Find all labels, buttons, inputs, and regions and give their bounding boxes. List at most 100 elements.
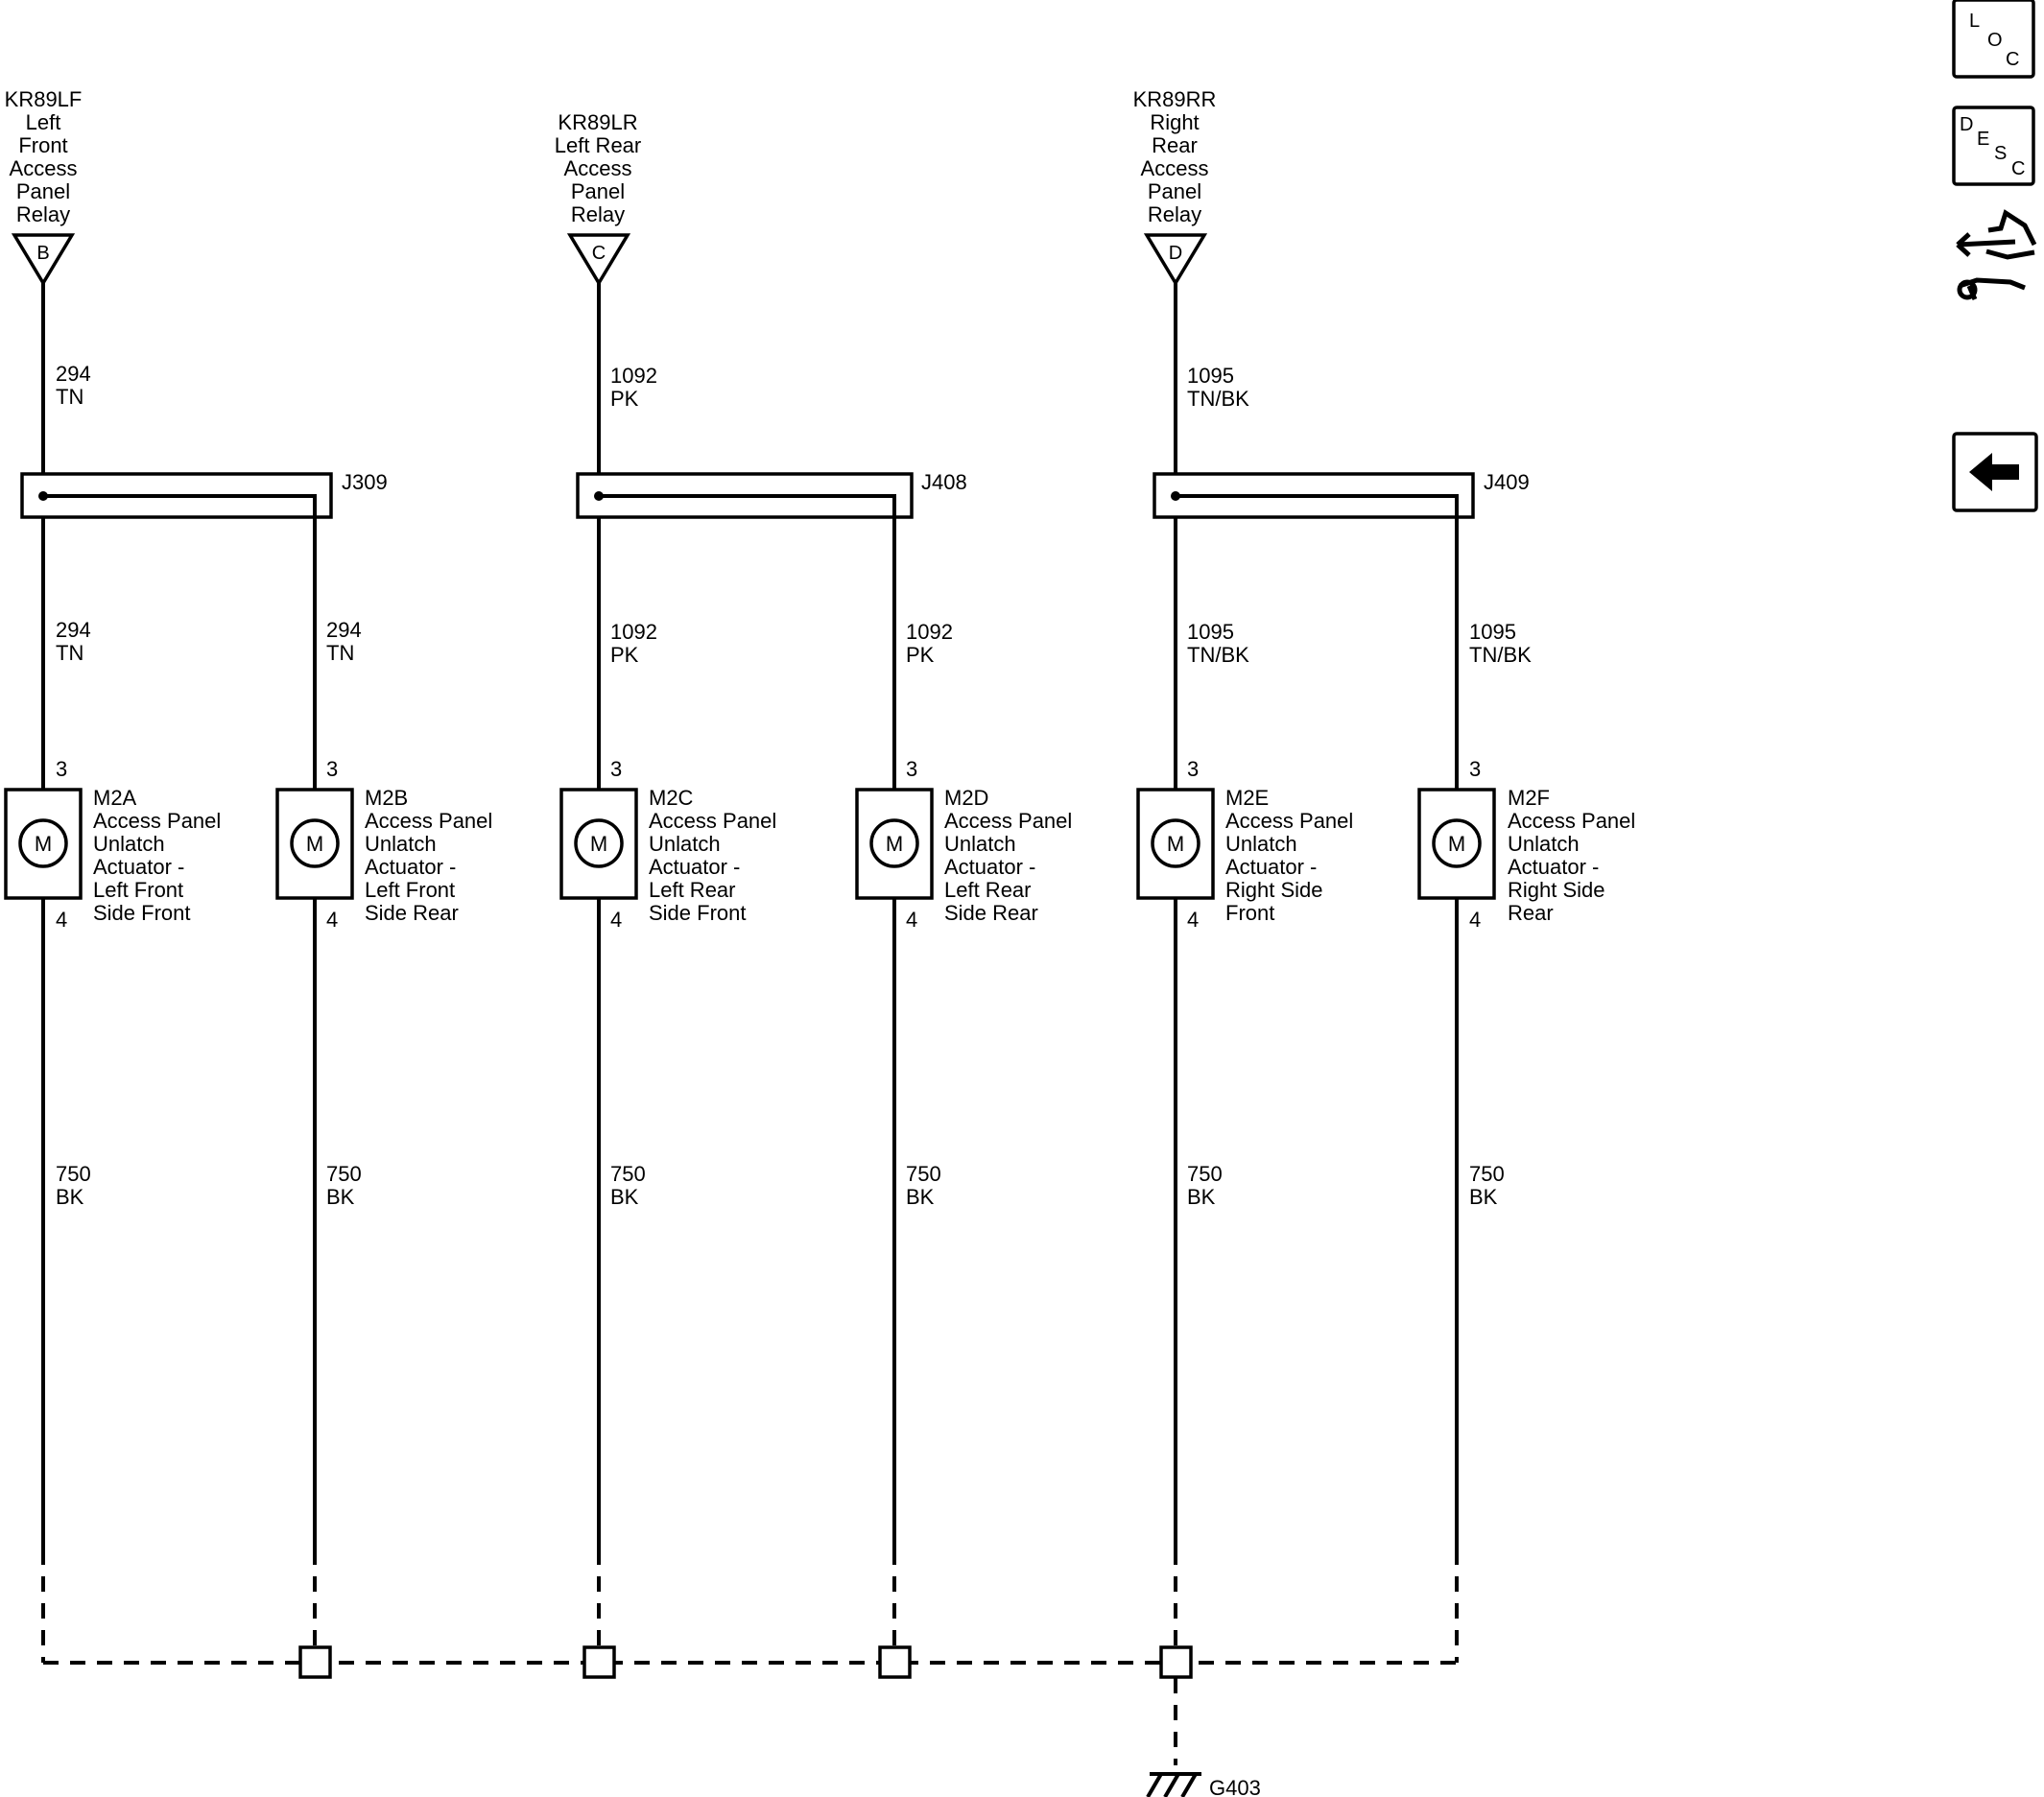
splice-j409: J409: [1153, 470, 1530, 519]
splice-node: [1171, 491, 1180, 501]
wire-circuit-label: 750: [56, 1162, 91, 1186]
actuator-desc-line: Unlatch: [649, 832, 721, 856]
actuator-desc-line: Actuator -: [365, 855, 456, 879]
relay-pin-letter: B: [36, 243, 49, 264]
actuator-m2f: 3 M 4 M2F Access Panel Unlatch Actuator …: [1417, 757, 1635, 932]
actuator-desc-line: Side Rear: [365, 901, 459, 925]
ground-splice-node: [298, 1645, 332, 1679]
desc-button-frame[interactable]: [1952, 106, 2035, 186]
wire-color-label: BK: [1187, 1185, 1216, 1209]
actuator-pin-top: 3: [1469, 757, 1481, 781]
wire-circuit-label: 294: [56, 618, 91, 642]
wire-color-label: PK: [906, 643, 935, 667]
relay-label-line: Access: [1141, 156, 1209, 180]
desc-letter: E: [1977, 129, 1989, 150]
relay-kr89lf: KR89LF Left Front Access Panel Relay B: [5, 87, 83, 287]
wire-circuit-label: 750: [326, 1162, 362, 1186]
actuator-desc-line: Unlatch: [93, 832, 165, 856]
actuator-desc-line: Access Panel: [944, 809, 1072, 833]
actuator-desc-line: Front: [1225, 901, 1274, 925]
actuator-desc-line: Right Side: [1508, 878, 1605, 902]
actuator-pin-bottom: 4: [326, 908, 338, 932]
wire-circuit-label: 750: [1469, 1162, 1505, 1186]
actuator-pin-bottom: 4: [610, 908, 622, 932]
relay-label-line: Relay: [16, 202, 70, 226]
actuator-id: M2C: [649, 786, 694, 810]
actuator-m2a: 3 M 4 M2A Access Panel Unlatch Actuator …: [4, 757, 221, 932]
actuator-desc-line: Actuator -: [1508, 855, 1599, 879]
back-button[interactable]: [1952, 432, 2038, 512]
wire-circuit-label: 750: [1187, 1162, 1223, 1186]
relay-kr89lr: KR89LR Left Rear Access Panel Relay C: [555, 110, 641, 287]
wire-circuit-label: 1092: [610, 364, 657, 388]
relay-pin-terminal: [566, 233, 631, 287]
actuator-desc-line: Side Rear: [944, 901, 1038, 925]
desc-button[interactable]: D E S C: [1952, 106, 2035, 186]
actuator-desc-line: Access Panel: [1225, 809, 1353, 833]
actuator-desc-line: Rear: [1508, 901, 1554, 925]
actuator-desc-line: Actuator -: [944, 855, 1035, 879]
relay-pin-letter: C: [592, 243, 606, 264]
desc-letter: S: [1994, 143, 2007, 164]
desc-letter: C: [2011, 158, 2025, 179]
relay-pin-terminal: [11, 233, 76, 287]
ground-label: G403: [1209, 1776, 1261, 1797]
relay-label-line: Relay: [571, 202, 625, 226]
splice-bus: [599, 494, 896, 517]
actuator-desc-line: Left Rear: [649, 878, 736, 902]
relay-label-line: Panel: [1148, 179, 1201, 203]
wire-circuit-label: 1092: [610, 620, 657, 644]
ground-splice-node: [582, 1645, 616, 1679]
motor-letter: M: [306, 832, 323, 856]
wire-circuit-label: 1095: [1469, 620, 1516, 644]
actuator-desc-line: Unlatch: [944, 832, 1016, 856]
actuator-id: M2F: [1508, 786, 1550, 810]
actuator-id: M2B: [365, 786, 408, 810]
actuator-pin-top: 3: [326, 757, 338, 781]
wire-color-label: TN: [56, 385, 83, 409]
loc-letter: C: [2006, 49, 2019, 70]
wire-color-label: TN/BK: [1187, 643, 1249, 667]
wire-color-label: BK: [1469, 1185, 1498, 1209]
splice-label: J409: [1484, 470, 1530, 494]
splice-j309: J309: [20, 470, 388, 519]
connector-wrench-icon[interactable]: [1956, 209, 2037, 300]
wire-color-label: PK: [610, 643, 639, 667]
loc-button[interactable]: L O C: [1952, 0, 2035, 79]
splice-label: J408: [921, 470, 967, 494]
relay-label-line: Front: [18, 133, 67, 157]
actuator-desc-line: Left Front: [93, 878, 183, 902]
loc-button-frame[interactable]: [1952, 0, 2035, 79]
relay-label-line: KR89LR: [558, 110, 637, 134]
actuator-pin-top: 3: [906, 757, 917, 781]
actuator-desc-line: Side Front: [93, 901, 191, 925]
relay-label-line: Relay: [1148, 202, 1201, 226]
wire-circuit-label: 294: [326, 618, 362, 642]
splice-node: [38, 491, 48, 501]
actuator-desc-line: Unlatch: [1508, 832, 1580, 856]
actuator-m2b: 3 M 4 M2B Access Panel Unlatch Actuator …: [275, 757, 492, 932]
motor-letter: M: [1167, 832, 1184, 856]
actuator-id: M2E: [1225, 786, 1269, 810]
relay-label-line: KR89LF: [5, 87, 83, 111]
loc-letter: L: [1969, 11, 1980, 32]
actuator-desc-line: Unlatch: [365, 832, 437, 856]
relay-label-line: Access: [564, 156, 632, 180]
actuator-desc-line: Left Front: [365, 878, 455, 902]
wire-color-label: PK: [610, 387, 639, 411]
relay-pin-terminal: [1143, 233, 1208, 287]
actuator-pin-top: 3: [610, 757, 622, 781]
actuator-desc-line: Access Panel: [365, 809, 492, 833]
motor-symbol: [574, 818, 624, 868]
desc-letter: D: [1960, 114, 1973, 135]
actuator-desc-line: Side Front: [649, 901, 747, 925]
actuator-pin-bottom: 4: [1187, 908, 1199, 932]
actuator-pin-bottom: 4: [906, 908, 917, 932]
relay-pin-letter: D: [1169, 243, 1182, 264]
wire-color-label: TN/BK: [1187, 387, 1249, 411]
motor-symbol: [290, 818, 340, 868]
splice-j408: J408: [576, 470, 967, 519]
wire-circuit-label: 750: [906, 1162, 941, 1186]
wire-color-label: BK: [326, 1185, 355, 1209]
ground-splice-node: [878, 1645, 912, 1679]
